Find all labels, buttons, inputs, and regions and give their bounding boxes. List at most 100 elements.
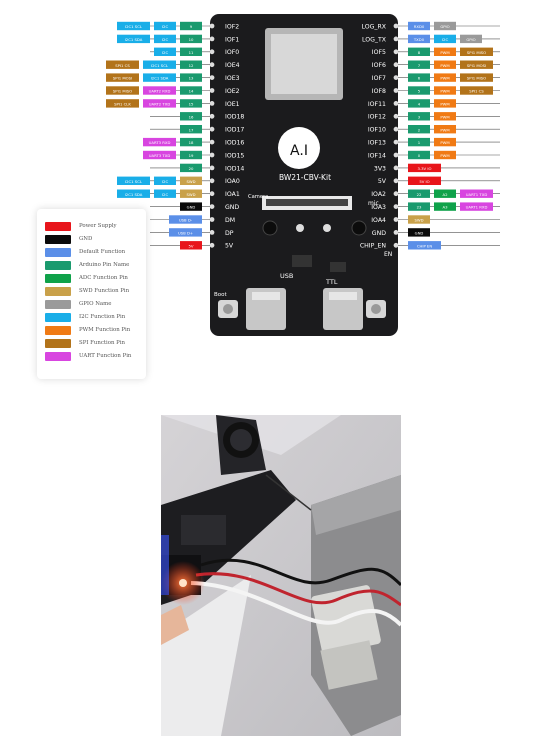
pin-label: IOF0 [225,49,239,56]
pin-tag-label: SPI1 CS [115,63,130,68]
pin-tag [180,21,202,31]
pin-tag [460,202,493,211]
pin-tag-label: 15 [189,102,194,107]
legend-label: SWD Function Pin [79,288,130,294]
pin-label: IOD16 [225,140,244,147]
pin-tag-label: 2 [418,127,421,132]
mic-label: mic [368,200,379,207]
pin-tag [143,86,176,95]
pin-header [393,23,399,29]
pin-tag-label: 11 [189,50,194,55]
pin-tag-label: 3.3V IO [418,166,432,171]
pin-tag [460,73,493,82]
pin-header [393,62,399,68]
pin-tag-label: 6 [418,76,421,81]
pin-header [209,75,215,80]
legend-label: UART Function Pin [79,353,132,359]
pin-tag-label: I2C1 SCL [125,24,143,29]
pin-tag [434,189,456,198]
legend-label: PWM Function Pin [79,327,131,333]
boot-label: Boot [214,292,228,298]
pin-tag [408,228,430,237]
pin-tag [117,189,150,198]
pin-tag-label: 13 [189,76,194,81]
board-name: BW21-CBV-Kit [279,173,331,182]
pin-tag-label: UART3 TXD [149,153,171,158]
pin-row-left-iof0: IOF0 11 I2C [150,47,239,56]
legend-item: SWD Function Pin [45,286,129,296]
pin-tag [408,125,430,134]
pin-tag [434,60,456,69]
pin-tag [408,137,430,147]
pin-header [393,242,399,248]
pin-tag [180,60,202,69]
pin-tag-label: USB D- [179,218,193,223]
pin-header [209,191,215,197]
pin-tag [434,34,456,44]
pin-header [393,178,399,184]
pin-tag-label: PWM [440,114,449,119]
board [210,14,398,336]
pin-tag [180,202,202,211]
pin-header [209,101,215,106]
pin-tag-label: 9 [190,24,193,29]
pin-tag [434,150,456,160]
pin-tag-label: UART2 RXD [149,89,171,94]
pin-tag [180,163,202,173]
pin-tag [154,189,176,198]
pin-header [209,230,215,235]
pin-tag [460,47,493,56]
pin-label: IOA1 [225,191,240,198]
pin-header [393,152,399,158]
pin-header [209,62,215,68]
board-photo [161,415,401,736]
pin-tag-label: SPI1 MISO [467,50,486,55]
pin-tag-label: 0 [418,153,421,158]
pin-label: IOA4 [371,217,386,224]
pin-tag-label: PWM [440,89,449,94]
pin-label: IOF10 [368,127,386,134]
pin-header [393,204,399,210]
pin-tag [180,99,202,108]
pin-tag-label: 3 [418,114,421,119]
pin-tag [169,215,202,224]
pin-tag-label: PWM [440,140,449,145]
pin-label: IOD18 [225,114,244,121]
pin-label: IOE2 [225,88,240,95]
legend-item: ADC Function Pin [45,273,128,283]
pin-tag [460,189,493,198]
legend-label: I2C Function Pin [79,314,126,320]
pin-label: 3V3 [374,165,386,172]
pin-tag-label: I2C [162,50,169,55]
pin-tag [460,60,493,69]
pin-tag-label: 22 [417,192,422,197]
pin-tag-label: UART1 TXD [466,192,488,197]
pin-tag [180,86,202,95]
pin-tag-label: PWM [440,76,449,81]
pin-tag [408,21,430,31]
pin-tag [106,99,139,108]
pin-tag-label: I2C [162,24,169,29]
legend-label: Default Function [79,249,126,255]
legend-item: GPIO Name [45,299,111,309]
pin-tag-label: I2C [162,37,169,42]
pin-tag-label: GPIO [466,37,475,42]
pin-header [209,23,215,29]
legend-swatch [45,234,71,244]
pin-tag [117,21,150,31]
pin-header [209,36,215,42]
pin-label: CHIP_EN [360,243,387,250]
pin-tag [106,60,139,69]
